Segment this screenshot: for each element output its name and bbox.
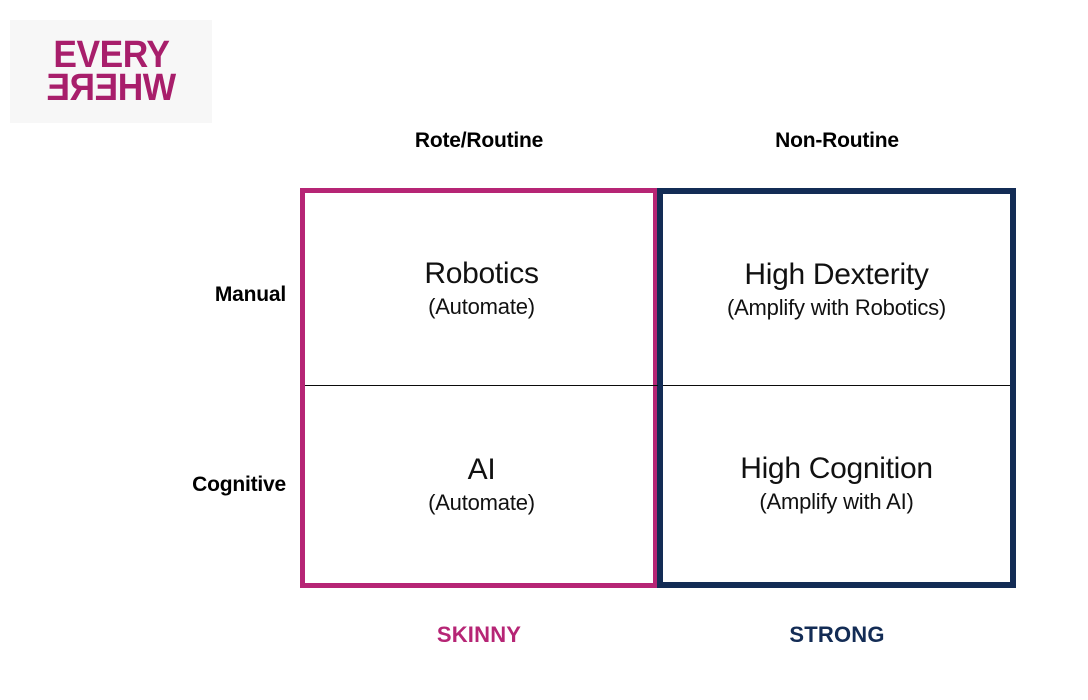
logo-word-every: EVERY (52, 33, 170, 76)
footer-label-strong: STRONG (789, 622, 885, 647)
quadrant-title-ai: AI (467, 452, 496, 486)
quadrant-cell-high-dexterity[interactable]: High Dexterity (Amplify with Robotics) (663, 194, 1010, 385)
logo-word-where-mirrored: WHERE (46, 66, 176, 109)
quadrant-subtitle-robotics: (Automate) (428, 294, 535, 320)
column-header-non-routine: Non-Routine (775, 129, 899, 152)
quadrant-subtitle-high-dexterity: (Amplify with Robotics) (726, 294, 947, 320)
row-divider-right (663, 385, 1010, 386)
row-divider-left (305, 385, 658, 386)
column-header-rote-routine: Rote/Routine (414, 129, 544, 152)
strong-column-box (657, 188, 1016, 588)
everywhere-logo: EVERY WHERE (10, 20, 212, 123)
quadrant-title-robotics: Robotics (424, 257, 539, 291)
quadrant-title-high-dexterity: High Dexterity (744, 257, 929, 291)
quadrant-subtitle-high-cognition: (Amplify with AI) (759, 489, 914, 515)
skinny-column-box (300, 188, 658, 588)
quadrant-cell-robotics[interactable]: Robotics (Automate) (305, 193, 658, 385)
quadrant-cell-ai[interactable]: AI (Automate) (305, 386, 658, 583)
footer-label-skinny: SKINNY (436, 622, 522, 647)
quadrant-matrix: Robotics (Automate) High Dexterity (Ampl… (300, 188, 1016, 588)
row-header-cognitive: Cognitive (192, 473, 286, 496)
quadrant-cell-high-cognition[interactable]: High Cognition (Amplify with AI) (663, 386, 1010, 582)
quadrant-subtitle-ai: (Automate) (428, 489, 535, 515)
row-header-manual: Manual (214, 283, 286, 306)
quadrant-title-high-cognition: High Cognition (740, 452, 933, 486)
